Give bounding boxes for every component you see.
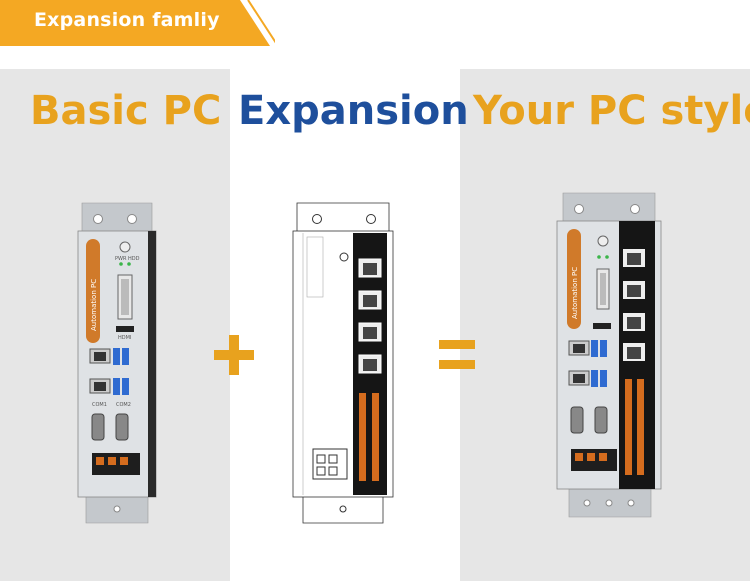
brand-strip-text: Automation PC: [90, 279, 98, 331]
basic-pc-heading: Basic PC: [30, 88, 222, 134]
your-pc-style-heading: Your PC style: [473, 88, 750, 134]
com2-label: COM2: [116, 402, 131, 408]
com1-label: COM1: [92, 402, 107, 408]
combined-pc-image: Automation PC: [556, 192, 662, 518]
hdmi-label: HDMI: [118, 335, 131, 341]
combined-brand-strip-text: Automation PC: [571, 267, 579, 319]
pwr-label: PWR HDD: [115, 256, 140, 262]
equals-icon: [439, 340, 475, 369]
plus-icon: [214, 335, 254, 375]
banner-title: Expansion famliy: [34, 9, 220, 31]
expansion-heading: Expansion: [238, 88, 469, 134]
section-banner: [0, 0, 275, 46]
expansion-module-image: [292, 202, 394, 524]
basic-pc-image: Automation PC PWR HDD HDMI COM1 COM2: [77, 202, 157, 524]
